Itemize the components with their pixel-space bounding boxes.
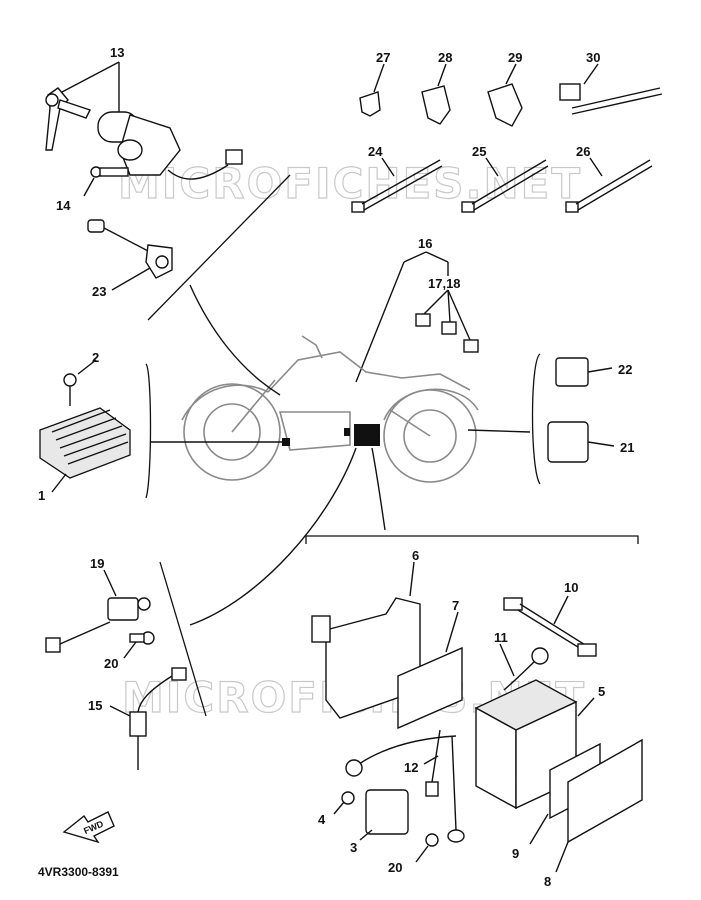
callout-19[interactable]: 19 — [90, 556, 104, 571]
callout-8[interactable]: 8 — [544, 874, 551, 889]
callout-29[interactable]: 29 — [508, 50, 522, 65]
lead-part-12[interactable] — [345, 729, 457, 797]
clamp-part-30[interactable] — [559, 63, 663, 115]
callout-3[interactable]: 3 — [350, 840, 357, 855]
callout-15[interactable]: 15 — [88, 698, 102, 713]
band-part-7[interactable] — [397, 611, 463, 730]
main-switch-part-13[interactable] — [45, 87, 243, 180]
callout-7[interactable]: 7 — [452, 598, 459, 613]
bracket-upper-left — [147, 174, 291, 321]
callout-17-18[interactable]: 17,18 — [428, 276, 461, 291]
diagram-code: 4VR3300-8391 — [38, 865, 119, 879]
callout-6[interactable]: 6 — [412, 548, 419, 563]
flasher-relay-part-21[interactable] — [547, 421, 615, 463]
callout-20-lower[interactable]: 20 — [388, 860, 402, 875]
cover-part-8[interactable] — [555, 738, 643, 873]
callout-11[interactable]: 11 — [494, 630, 508, 645]
screw-part-20-upper[interactable] — [123, 631, 155, 659]
fuse-assembly-part-16[interactable] — [355, 251, 449, 383]
callout-21[interactable]: 21 — [620, 440, 634, 455]
callout-23[interactable]: 23 — [92, 284, 106, 299]
bracket-battery — [305, 535, 639, 544]
callout-24[interactable]: 24 — [368, 144, 383, 159]
watermark-top: MICROFICHES.NET — [118, 159, 582, 208]
battery-box-part-6[interactable] — [311, 561, 421, 719]
callout-4[interactable]: 4 — [318, 812, 326, 827]
callout-10[interactable]: 10 — [564, 580, 578, 595]
callout-5[interactable]: 5 — [598, 684, 605, 699]
leader-lower-left — [189, 447, 357, 626]
bolt-part-14[interactable] — [83, 166, 129, 197]
bracket-right — [531, 353, 541, 485]
starter-relay-part-3[interactable] — [359, 789, 409, 841]
screw-part-4[interactable] — [333, 791, 355, 815]
clamp-part-28[interactable] — [421, 63, 451, 125]
minus-lead-part-20-lower[interactable] — [415, 735, 465, 863]
callout-12[interactable]: 12 — [404, 760, 418, 775]
motorcycle-outline — [181, 335, 479, 483]
switch-part-15[interactable] — [109, 667, 187, 770]
connector-marker — [344, 428, 350, 436]
fuse-part-17-18[interactable] — [415, 289, 479, 353]
callout-16[interactable]: 16 — [418, 236, 432, 251]
cable-tie-part-24[interactable] — [351, 157, 443, 213]
callout-9[interactable]: 9 — [512, 846, 519, 861]
callout-22[interactable]: 22 — [618, 362, 632, 377]
central-relay-marker — [354, 424, 380, 446]
callout-27[interactable]: 27 — [376, 50, 390, 65]
leader-battery-group — [371, 447, 386, 531]
cable-tie-part-26[interactable] — [565, 157, 653, 213]
callout-13[interactable]: 13 — [110, 45, 124, 60]
battery-band-part-10[interactable] — [503, 595, 597, 657]
screw-part-2[interactable] — [63, 359, 97, 406]
clamp-part-29[interactable] — [487, 63, 523, 127]
callout-30[interactable]: 30 — [586, 50, 600, 65]
leader-upper-group — [189, 284, 281, 396]
callout-26[interactable]: 26 — [576, 144, 590, 159]
callout-25[interactable]: 25 — [472, 144, 486, 159]
callout-2[interactable]: 2 — [92, 350, 99, 365]
breather-pipe-part-11[interactable] — [499, 643, 549, 691]
sensor-part-23[interactable] — [87, 219, 173, 291]
rectifier-part-1[interactable] — [39, 407, 131, 493]
cable-tie-part-25[interactable] — [461, 157, 549, 213]
leader-right-group — [467, 429, 531, 433]
clamp-part-27[interactable] — [359, 63, 385, 117]
bracket-lower-left — [159, 561, 207, 717]
callout-1[interactable]: 1 — [38, 488, 45, 503]
callout-14[interactable]: 14 — [56, 198, 71, 213]
fwd-arrow-icon: FWD — [62, 811, 115, 844]
bracket-rectifier — [145, 363, 152, 499]
callout-20-upper[interactable]: 20 — [104, 656, 118, 671]
callout-28[interactable]: 28 — [438, 50, 452, 65]
sensor-part-19[interactable] — [45, 569, 151, 653]
relay-part-22[interactable] — [555, 357, 613, 387]
callout-13-leader — [61, 61, 120, 112]
